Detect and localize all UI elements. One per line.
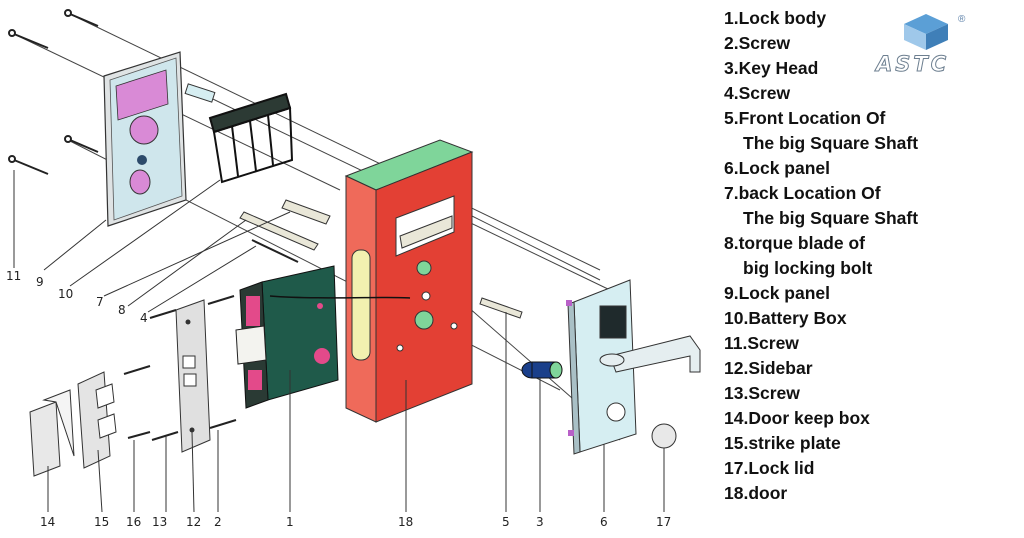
legend-item: 1.Lock body — [724, 8, 827, 28]
leader-lines — [13, 170, 665, 513]
callout-1: 1 — [286, 515, 294, 529]
battery-box-10 — [208, 92, 294, 184]
sidebar-12 — [175, 299, 211, 453]
callout-10: 10 — [58, 287, 73, 301]
square-shaft-7 — [281, 199, 331, 225]
inner-lock-panel-9 — [103, 51, 216, 227]
registered-mark: ® — [958, 14, 966, 25]
callout-14: 14 — [40, 515, 55, 529]
legend-item: 12.Sidebar — [724, 358, 813, 378]
callout-4: 4 — [140, 311, 148, 325]
legend-item: 9.Lock panel — [724, 283, 831, 303]
legend-item: 11.Screw — [724, 333, 799, 353]
callout-numbers: 11 9 10 7 8 4 14 15 16 13 12 2 1 18 5 3 … — [6, 269, 671, 529]
logo-text: ASTC — [875, 52, 950, 77]
screw-11 — [8, 9, 99, 175]
callout-13: 13 — [152, 515, 167, 529]
door-18 — [344, 139, 474, 423]
key-head-3 — [521, 361, 563, 379]
screw-4 — [251, 239, 299, 263]
legend-item: 14.Door keep box — [724, 408, 870, 428]
legend-item: 18.door — [724, 483, 788, 503]
legend-item: 10.Battery Box — [724, 308, 847, 328]
screw-16 — [123, 365, 151, 439]
logo-mark-icon — [904, 14, 948, 50]
astc-logo: ASTC ® — [870, 12, 980, 78]
callout-17: 17 — [656, 515, 671, 529]
callout-12: 12 — [186, 515, 201, 529]
legend-item: 17.Lock lid — [724, 458, 815, 478]
legend-item: 3.Key Head — [724, 58, 819, 78]
screw-13 — [149, 309, 179, 441]
torque-blade-8 — [239, 211, 319, 251]
strike-plate-15 — [77, 371, 117, 469]
parts-legend: 1.Lock body 2.Screw 3.Key Head 4.Screw 5… — [724, 6, 1020, 506]
legend-item: 6.Lock panel — [724, 158, 831, 178]
legend-item: 2.Screw — [724, 33, 791, 53]
legend-item: 15.strike plate — [724, 433, 841, 453]
callout-2: 2 — [214, 515, 222, 529]
callout-16: 16 — [126, 515, 141, 529]
outer-lock-panel-6 — [566, 279, 701, 455]
callout-9: 9 — [36, 275, 44, 289]
callout-11: 11 — [6, 269, 21, 283]
screw-2 — [207, 295, 237, 429]
front-square-shaft-5 — [479, 297, 523, 319]
legend-item: 13.Screw — [724, 383, 800, 403]
callout-15: 15 — [94, 515, 109, 529]
legend-item: 4.Screw — [724, 83, 791, 103]
lock-body-1 — [235, 265, 411, 409]
callout-6: 6 — [600, 515, 608, 529]
callout-5: 5 — [502, 515, 510, 529]
lock-lid-17 — [651, 423, 677, 449]
callout-7: 7 — [96, 295, 104, 309]
callout-8: 8 — [118, 303, 126, 317]
door-keep-box-14 — [29, 389, 75, 477]
callout-18: 18 — [398, 515, 413, 529]
callout-3: 3 — [536, 515, 544, 529]
